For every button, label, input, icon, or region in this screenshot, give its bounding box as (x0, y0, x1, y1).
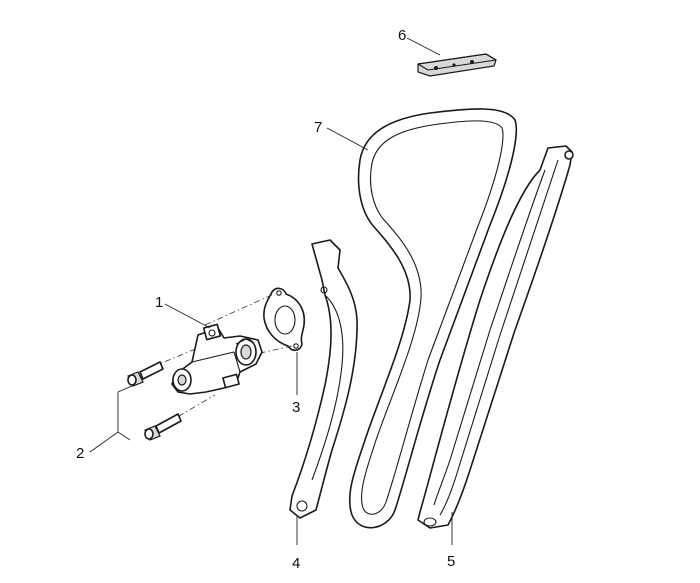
callout-6: 6 (398, 27, 406, 44)
part-1-chain-tensioner (171, 323, 263, 395)
part-5-chain-guide (417, 145, 574, 529)
part-2-bolts (127, 361, 182, 441)
callout-2: 2 (76, 445, 84, 462)
part-7-timing-chain (348, 108, 518, 529)
callout-4: 4 (292, 555, 300, 572)
callouts: 6 7 1 2 3 4 5 (76, 27, 455, 572)
part-6-pad (417, 53, 497, 77)
callout-7: 7 (314, 119, 322, 136)
callout-1: 1 (155, 294, 163, 311)
part-4-tensioner-shoe (289, 239, 358, 519)
leader-lines (89, 37, 453, 545)
bolt-upper (127, 361, 164, 387)
callout-3: 3 (292, 399, 300, 416)
callout-5: 5 (447, 553, 455, 570)
part-3-gasket (263, 287, 306, 352)
bolt-lower (144, 413, 182, 441)
